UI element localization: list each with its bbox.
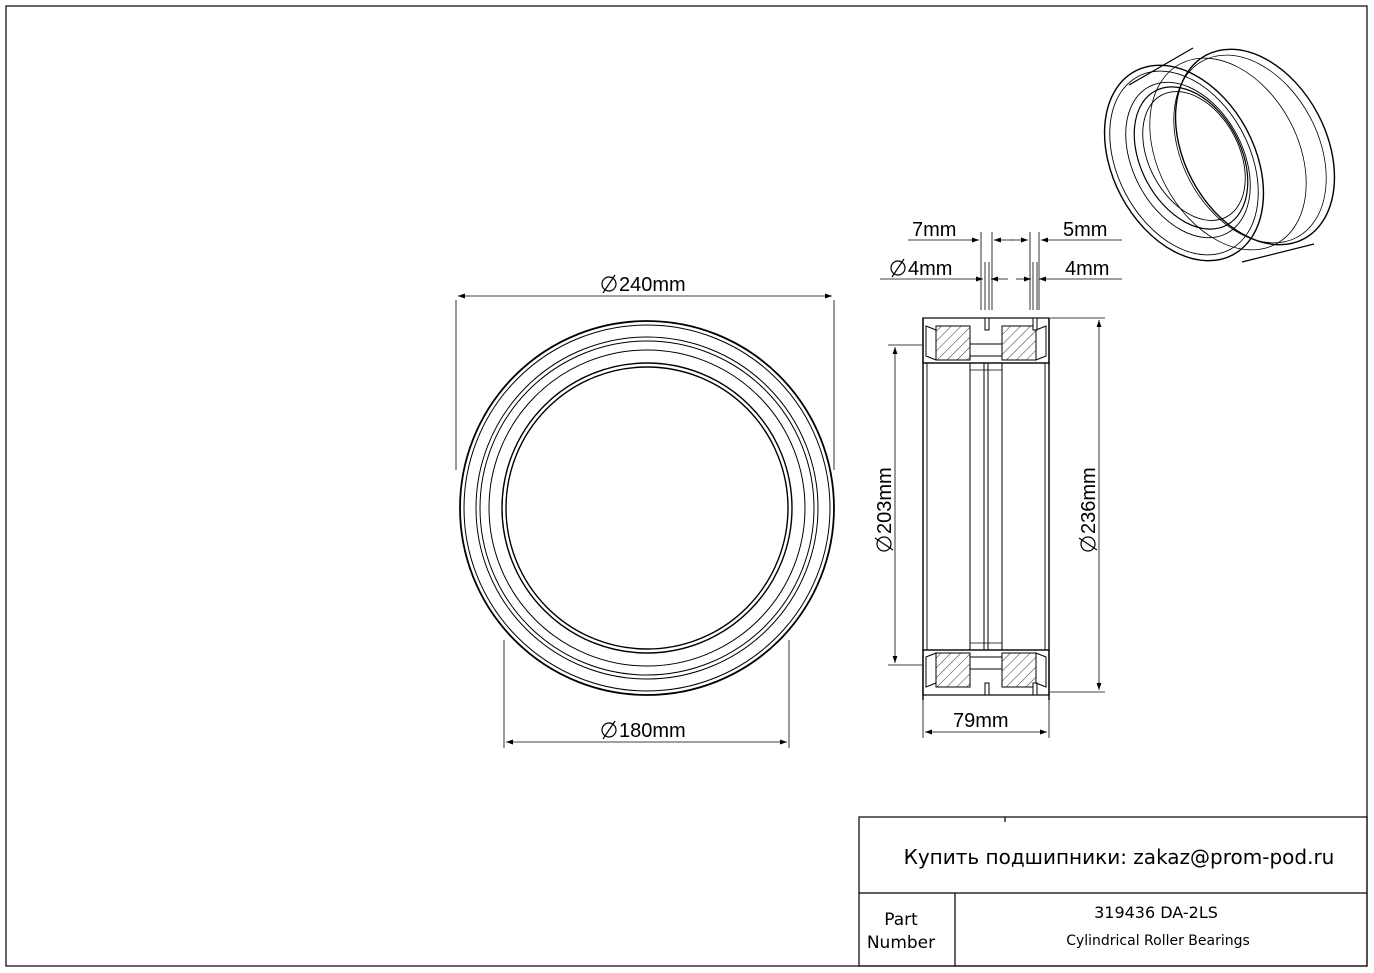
outer-raceway-dimension	[1050, 317, 1105, 693]
outer-diameter-label: 240mm	[619, 274, 686, 296]
width-dimension	[922, 700, 1050, 738]
bore-diameter-label: 180mm	[619, 720, 686, 742]
front-view	[459, 320, 835, 696]
groove-dimensions	[880, 232, 1122, 310]
inner-raceway-diameter-label: 203mm	[874, 467, 896, 534]
outer-diameter-dimension: 240mm	[455, 274, 835, 470]
bore-outline	[505, 366, 789, 650]
bore-diameter-dimension: 180mm	[503, 640, 790, 748]
lube-hole-right-label: 4mm	[1065, 258, 1109, 280]
isometric-bearing-view	[1103, 47, 1336, 263]
diameter-symbol-icon	[601, 274, 617, 294]
part-label-line2: Number	[867, 933, 935, 953]
section-view	[922, 317, 1050, 700]
section-bottom	[922, 649, 1050, 696]
title-block	[858, 816, 1368, 967]
lube-hole-left-label: 4mm	[908, 258, 952, 280]
section-body	[922, 318, 1050, 700]
diameter-symbol-icon	[601, 720, 617, 740]
sheet-border	[5, 5, 1368, 967]
inner-raceway-dimension	[888, 344, 922, 666]
buy-bearings-text: Купить подшипники: zakaz@prom-pod.ru	[904, 845, 1335, 869]
section-top	[922, 317, 1050, 364]
width-label: 79mm	[953, 710, 1009, 732]
outer-raceway-diameter-label: 236mm	[1078, 467, 1100, 534]
part-label-line1: Part	[884, 910, 918, 930]
diameter-symbol-icon	[874, 536, 894, 552]
part-number: 319436 DA-2LS	[1094, 903, 1218, 922]
diameter-symbol-icon	[890, 258, 906, 278]
outer-ring-outline	[459, 320, 835, 696]
groove-width-left-label: 7mm	[912, 219, 956, 241]
diameter-symbol-icon	[1078, 536, 1098, 552]
part-description: Cylindrical Roller Bearings	[1066, 933, 1250, 949]
groove-width-right-label: 5mm	[1063, 219, 1107, 241]
